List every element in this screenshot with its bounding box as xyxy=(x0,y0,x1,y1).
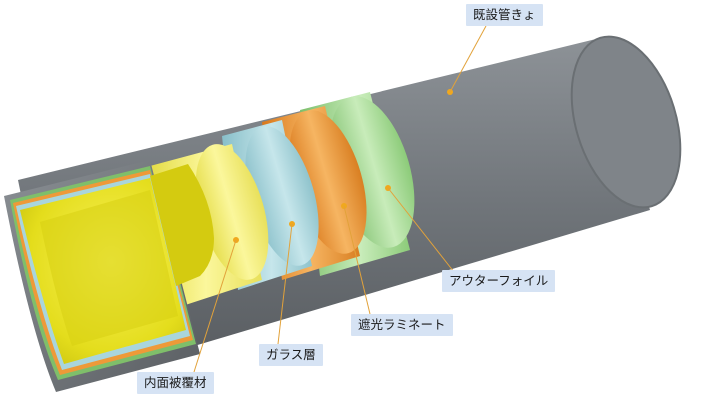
label-existing-pipe: 既設管きょ xyxy=(466,4,543,26)
label-outer-foil: アウターフォイル xyxy=(442,270,556,292)
label-inner-coating: 内面被覆材 xyxy=(137,372,214,394)
leader-existing-pipe xyxy=(449,25,487,93)
leader-outer-foil xyxy=(387,187,455,273)
label-glass-layer: ガラス層 xyxy=(259,344,323,366)
leader-lines xyxy=(193,25,487,373)
leader-light-shield-laminate xyxy=(343,205,371,315)
leader-inner-coating xyxy=(193,239,237,373)
pipe-cut-face xyxy=(4,160,214,392)
label-light-shield-laminate: 遮光ラミネート xyxy=(351,314,453,336)
leader-glass-layer xyxy=(277,223,293,345)
